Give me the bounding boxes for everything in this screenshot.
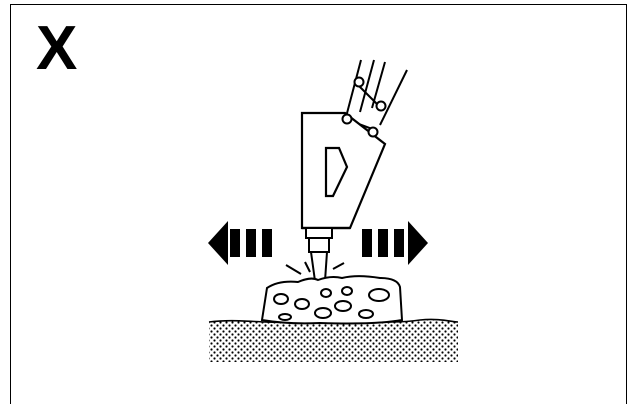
pivot-pins (341, 76, 387, 138)
diagram-panel (10, 4, 627, 404)
prohibited-mark: X (36, 14, 78, 83)
breaker-body (300, 111, 387, 230)
ground (208, 318, 459, 362)
right-arrow (362, 221, 428, 265)
left-arrow (208, 221, 272, 265)
impact-lines (285, 261, 345, 275)
rock (260, 275, 404, 325)
breaker-illustration (208, 59, 459, 362)
